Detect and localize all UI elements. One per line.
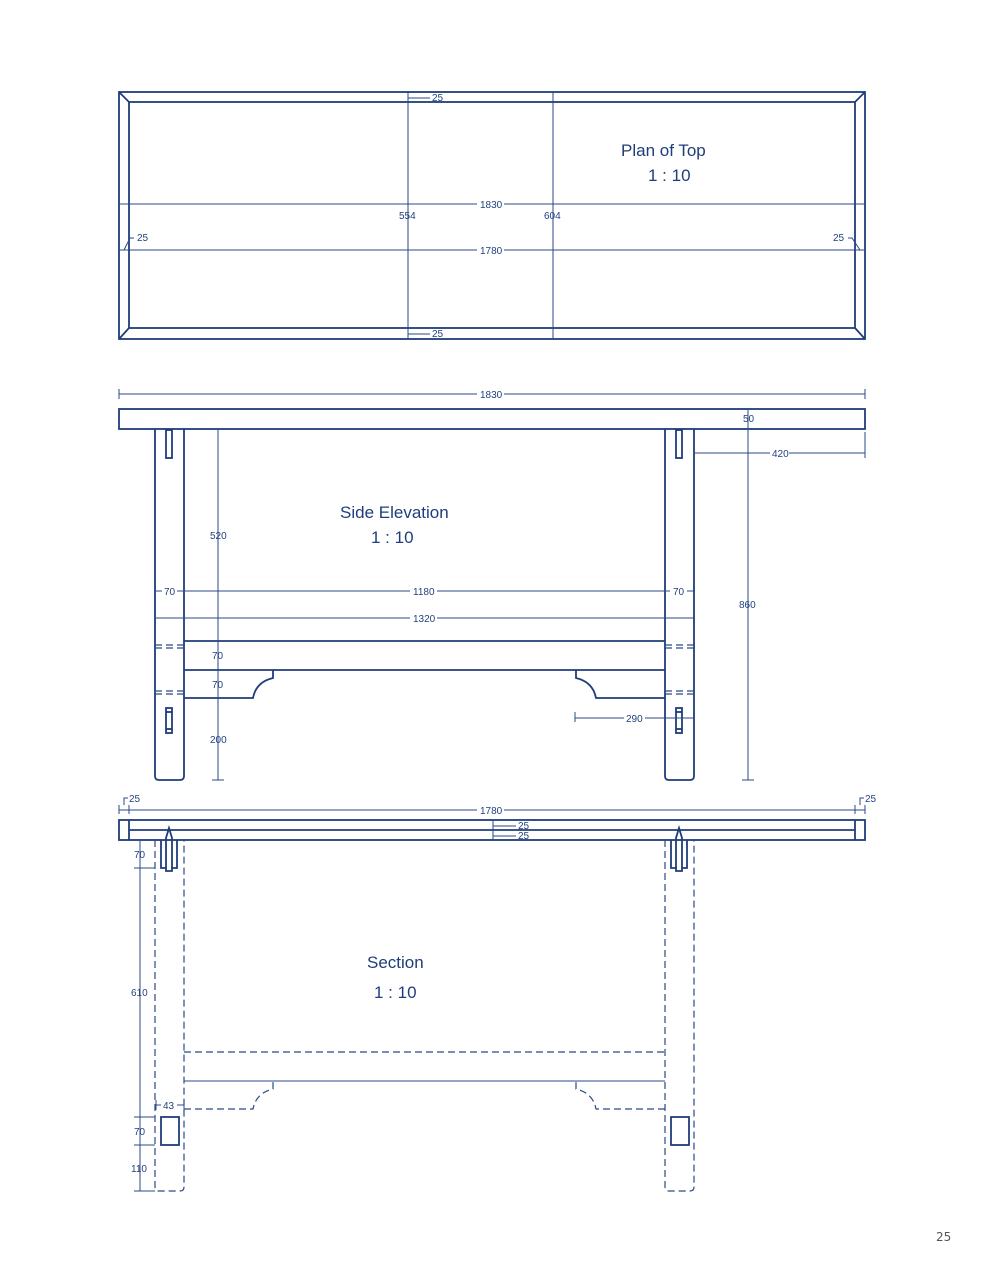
left-mortise [160,1116,180,1146]
dim-side-total-height: 860 [739,600,756,611]
dim-side-right-leg: 70 [673,587,685,598]
right-bracket [575,670,665,699]
left-leg [154,429,185,781]
dim-plan-inner-length: 1780 [480,246,503,257]
side-elevation-view: 1830 520 70 70 200 [118,389,866,781]
dim-plan-right-offset: 604 [544,211,561,222]
left-bracket [184,670,274,699]
right-leg [664,429,695,781]
section-title: Section [367,953,424,972]
dim-side-bracket-length: 290 [626,714,643,725]
dim-side-overall-length: 1830 [480,390,503,401]
side-elevation-title: Side Elevation [340,503,449,522]
dim-section-left-edge: 25 [129,794,141,805]
dim-section-leg-height: 610 [131,988,148,999]
dim-side-rail-height: 70 [212,651,224,662]
dim-plan-left-offset: 554 [399,211,416,222]
page-number: 25 [936,1230,952,1244]
dim-side-bracket-height: 70 [212,680,224,691]
dim-section-top-layer-2: 25 [518,831,530,842]
plan-of-top-scale: 1 : 10 [648,166,691,185]
plan-of-top-view: 25 25 1830 1780 554 604 25 25 Plan of To… [118,91,866,340]
dim-section-inner-length: 1780 [480,806,503,817]
dim-section-tenon-depth: 70 [134,850,146,861]
dim-plan-left-bevel: 25 [137,233,149,244]
left-tenon [160,840,178,872]
dim-side-top-thickness: 50 [743,414,755,425]
dim-plan-overall-length: 1830 [480,200,503,211]
plan-of-top-title: Plan of Top [621,141,706,160]
section-right-leg [664,840,695,1192]
dim-plan-right-bevel: 25 [833,233,845,244]
dim-section-mortise-width: 43 [163,1101,175,1112]
dim-plan-top-edge: 25 [432,93,444,104]
dim-side-outer-span: 1320 [413,614,436,625]
dim-section-foot-height: 110 [131,1164,147,1175]
dim-section-mortise-height: 70 [134,1127,146,1138]
table-top-inner-outline [128,101,856,329]
table-top-outline [118,91,866,340]
dim-side-inner-span: 1180 [413,587,435,598]
right-mortise [670,1116,690,1146]
section-view: 25 25 1780 25 25 70 610 70 [118,794,877,1192]
section-scale: 1 : 10 [374,983,417,1002]
right-tenon [670,840,688,872]
dim-side-left-leg: 70 [164,587,176,598]
section-left-leg [154,840,185,1192]
dim-plan-bottom-edge: 25 [432,329,444,340]
dim-side-foot-height: 200 [210,735,227,746]
dim-side-overhang: 420 [772,449,789,460]
dim-side-upper-height: 520 [210,531,227,542]
dim-section-top-layer-1: 25 [518,821,530,832]
dim-section-right-edge: 25 [865,794,877,805]
side-table-top [118,408,866,430]
section-table-top [118,819,866,841]
side-elevation-scale: 1 : 10 [371,528,414,547]
